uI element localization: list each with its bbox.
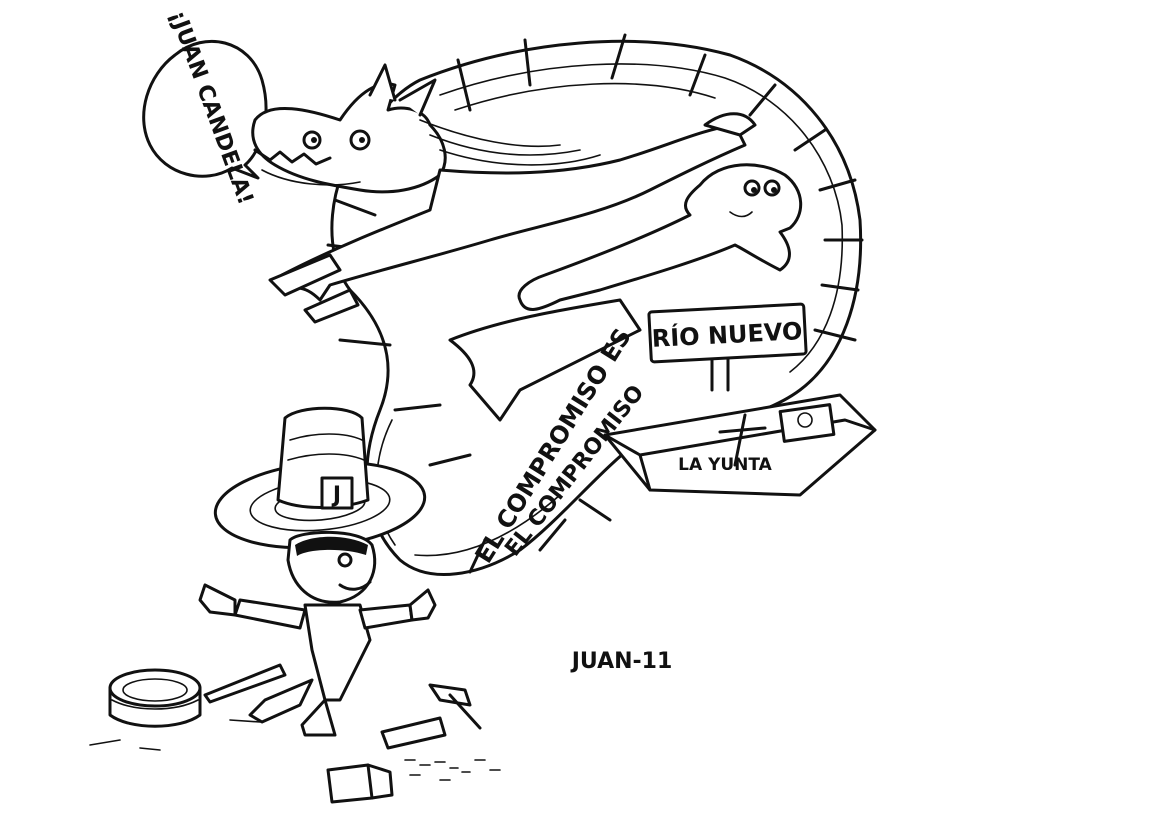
ground-tools — [89, 668, 501, 804]
artist-signature: JUAN-11 — [570, 649, 673, 674]
sign-rio-nuevo: RÍO NUEVO — [647, 302, 808, 392]
donkey — [251, 63, 757, 324]
dough-man — [448, 163, 803, 422]
speech-bubble: ¡JUAN CANDELA! — [142, 7, 268, 208]
coffin: LA YUNTA — [603, 393, 877, 497]
nails — [326, 33, 864, 574]
hat-letter: J — [331, 483, 341, 508]
farmer: J — [198, 406, 437, 737]
nailed-barrel — [326, 33, 864, 576]
coffin-label: LA YUNTA — [678, 455, 773, 475]
